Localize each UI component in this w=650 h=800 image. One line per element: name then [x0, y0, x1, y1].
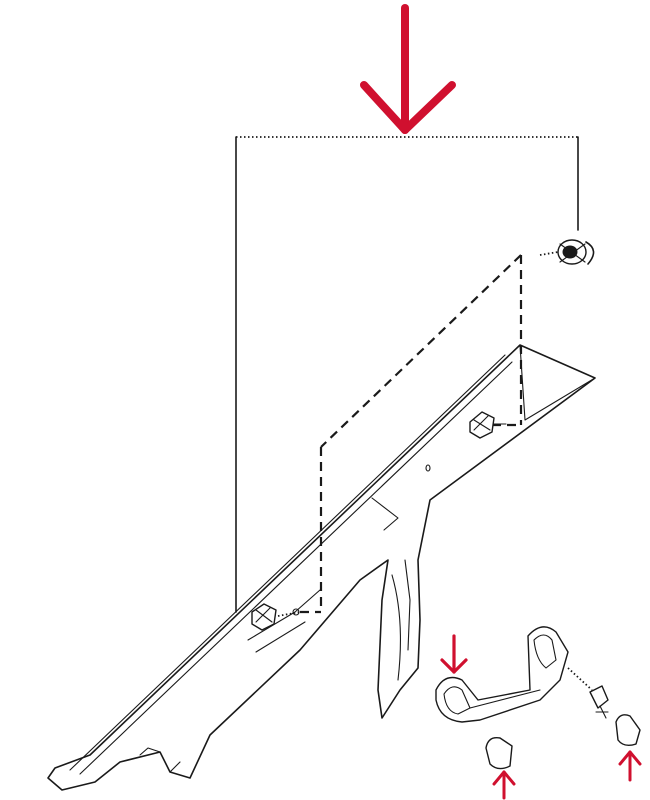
grab-handle — [435, 626, 569, 723]
clip-fastener-lower — [251, 603, 301, 631]
clip-fastener-top — [539, 239, 595, 265]
clip-fastener-mid — [469, 411, 507, 439]
screw-cover-left — [485, 737, 513, 770]
callout-arrow-cover-right — [618, 750, 642, 782]
callout-arrow-main — [360, 4, 456, 134]
screw-cover-right — [615, 714, 641, 747]
callout-arrow-handle — [440, 634, 468, 674]
handle-screw — [567, 667, 609, 719]
callout-arrow-cover-left — [492, 770, 516, 800]
leader-outline — [235, 136, 579, 613]
hidden-panel-outline — [300, 254, 523, 614]
